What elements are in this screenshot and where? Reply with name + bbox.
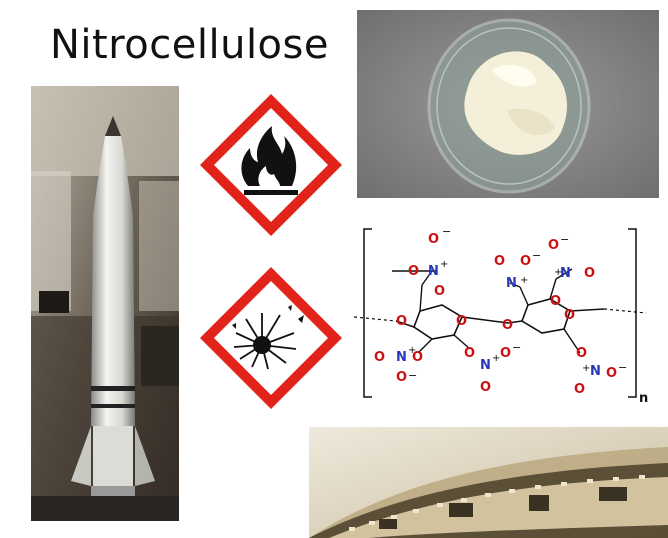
nitrogen-atom: N [590,364,601,379]
oxygen-atom: O [502,318,513,333]
charge-minus: − [442,225,451,238]
repeat-subscript: n [639,391,648,406]
charge-minus: − [408,369,417,382]
oxygen-atom: O [412,350,423,365]
oxygen-atom: O [396,370,407,385]
oxygen-atom: O [428,232,439,247]
oxygen-atom: O [520,254,531,269]
rocket-photo [31,86,179,521]
nitrogen-atom: N [480,358,491,373]
charge-plus: + [492,353,500,364]
charge-minus: − [618,361,627,374]
flame-icon [241,126,298,195]
nitrocellulose-structure: n O O O O O − O N + O O O − N + O − + N … [353,225,648,406]
charge-minus: − [512,341,521,354]
charge-minus: − [532,249,541,262]
oxygen-atom: O [456,314,467,329]
exploding-bomb-icon [232,305,304,370]
oxygen-atom: O [396,314,407,329]
oxygen-atom: O [550,294,561,309]
oxygen-atom: O [564,308,575,323]
nitrogen-atom: N [506,276,517,291]
charge-minus: − [560,233,569,246]
oxygen-atom: O [574,382,585,397]
oxygen-atom: O [374,350,385,365]
charge-plus: + [408,345,416,356]
flame-pictogram [200,94,342,236]
oxygen-atom: O [494,254,505,269]
oxygen-atom: O [408,264,419,279]
nitrogen-atom: N [560,266,571,281]
charge-plus: + [520,275,528,286]
oxygen-atom: O [464,346,475,361]
charge-plus: + [440,259,448,270]
nitrocellulose-sample-photo [357,10,659,198]
film-strip-photo [309,427,668,538]
oxygen-atom: O [548,238,559,253]
nitrogen-atom: N [428,264,439,279]
oxygen-atom: O [606,366,617,381]
nitrogen-atom: N [396,350,407,365]
oxygen-atom: O [500,346,511,361]
oxygen-atom: O [480,380,491,395]
oxygen-atom: O [584,266,595,281]
charge-plus: + [582,363,590,374]
oxygen-atom: O [576,346,587,361]
oxygen-atom: O [434,284,445,299]
charge-plus: + [554,267,562,278]
exploding-bomb-pictogram [200,267,342,409]
slide-title: Nitrocellulose [50,22,329,68]
